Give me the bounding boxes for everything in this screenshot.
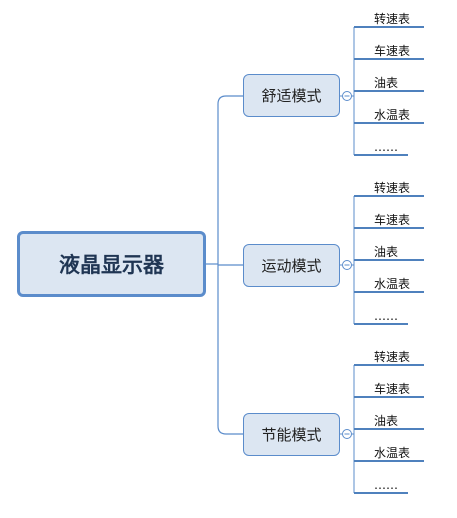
leaf-label-water-temp: 水温表 [374,446,411,460]
leaf-label-speedometer: 车速表 [374,44,411,58]
root-node-label: 液晶显示器 [59,253,164,277]
leaf-label-water-temp: 水温表 [374,108,411,122]
leaf-label-water-temp: 水温表 [374,277,411,291]
mode-node-comfort[interactable]: 舒适模式 [243,74,340,117]
mode-node-label: 舒适模式 [261,87,322,105]
mode-node-eco[interactable]: 节能模式 [243,413,340,456]
root-node[interactable]: 液晶显示器 [17,231,206,297]
leaf-label-ellipsis: …… [374,309,398,323]
leaf-label-fuel-gauge: 油表 [374,76,399,90]
leaf-label-ellipsis: …… [374,478,398,492]
mode-node-label: 运动模式 [261,257,322,275]
leaf-label-ellipsis: …… [374,140,398,154]
leaf-label-tachometer: 转速表 [374,181,411,195]
leaf-label-speedometer: 车速表 [374,382,411,396]
mode-node-label: 节能模式 [261,426,322,444]
mode-node-sport[interactable]: 运动模式 [243,244,340,287]
leaf-label-fuel-gauge: 油表 [374,245,399,259]
leaf-label-tachometer: 转速表 [374,12,411,26]
leaf-label-fuel-gauge: 油表 [374,414,399,428]
leaf-label-tachometer: 转速表 [374,350,411,364]
leaf-label-speedometer: 车速表 [374,213,411,227]
